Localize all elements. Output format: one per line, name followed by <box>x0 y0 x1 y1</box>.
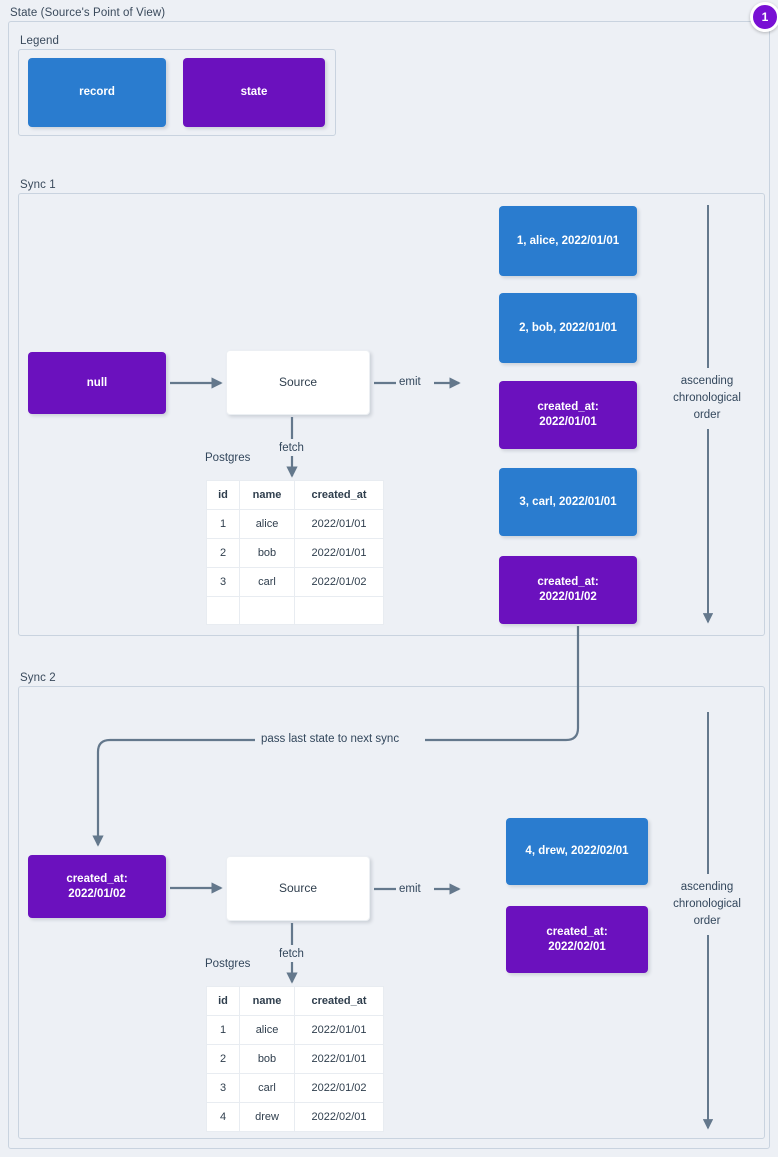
sync1-emitted-record-3: 3, carl, 2022/01/01 <box>499 468 637 536</box>
sync1-postgres-label: Postgres <box>205 452 251 464</box>
cell-id <box>206 596 240 625</box>
cell-id: 2 <box>206 1044 240 1074</box>
sync1-fetch-label: fetch <box>276 441 307 455</box>
cell-id: 4 <box>206 1102 240 1132</box>
cell-id: 2 <box>206 538 240 568</box>
cell-name: bob <box>239 1044 295 1074</box>
cell-id: 3 <box>206 567 240 597</box>
legend-swatch-record: record <box>28 58 166 127</box>
sync1-emitted-record-1: 1, alice, 2022/01/01 <box>499 206 637 276</box>
sync2-fetch-label: fetch <box>276 947 307 961</box>
cell-name: carl <box>239 567 295 597</box>
cell-created-at: 2022/01/02 <box>294 567 384 597</box>
sync1-title: Sync 1 <box>20 179 56 191</box>
sync1-emit-label: emit <box>396 375 424 389</box>
cell-id: 3 <box>206 1073 240 1103</box>
table-row: 2 bob 2022/01/01 <box>206 538 384 568</box>
cell-name: alice <box>239 1015 295 1045</box>
column-header-id: id <box>206 986 240 1016</box>
sync2-emit-label: emit <box>396 882 424 896</box>
cell-created-at: 2022/02/01 <box>294 1102 384 1132</box>
cell-created-at: 2022/01/01 <box>294 1044 384 1074</box>
cell-created-at: 2022/01/02 <box>294 1073 384 1103</box>
sync1-box <box>18 193 765 636</box>
cell-name: drew <box>239 1102 295 1132</box>
sync1-emitted-state-2: created_at: 2022/01/02 <box>499 556 637 624</box>
sync1-input-state-node: null <box>28 352 166 414</box>
legend-box <box>18 49 336 136</box>
sync2-emitted-state-1: created_at: 2022/02/01 <box>506 906 648 973</box>
sync2-title: Sync 2 <box>20 672 56 684</box>
cell-name: bob <box>239 538 295 568</box>
table-header-row: id name created_at <box>206 986 384 1016</box>
sync1-postgres-table: id name created_at 1 alice 2022/01/01 2 … <box>206 480 384 625</box>
table-row: 3 carl 2022/01/02 <box>206 1073 384 1103</box>
step-badge[interactable]: 1 <box>750 2 778 32</box>
table-row: 4 drew 2022/02/01 <box>206 1102 384 1132</box>
table-row: 2 bob 2022/01/01 <box>206 1044 384 1074</box>
column-header-name: name <box>239 480 295 510</box>
column-header-created-at: created_at <box>294 986 384 1016</box>
page-title: State (Source's Point of View) <box>10 7 166 19</box>
cell-created-at: 2022/01/01 <box>294 1015 384 1045</box>
table-row: 3 carl 2022/01/02 <box>206 567 384 597</box>
legend-title: Legend <box>20 35 59 47</box>
sync2-order-label: ascending chronological order <box>673 881 741 927</box>
sync1-source-node: Source <box>226 350 370 415</box>
cell-created-at: 2022/01/01 <box>294 509 384 539</box>
cell-created-at: 2022/01/01 <box>294 538 384 568</box>
sync1-order-label: ascending chronological order <box>673 375 741 421</box>
cell-name <box>239 596 295 625</box>
column-header-id: id <box>206 480 240 510</box>
sync1-emitted-state-1: created_at: 2022/01/01 <box>499 381 637 449</box>
cell-created-at <box>294 596 384 625</box>
sync2-postgres-label: Postgres <box>205 958 251 970</box>
table-row: 1 alice 2022/01/01 <box>206 509 384 539</box>
table-header-row: id name created_at <box>206 480 384 510</box>
cell-id: 1 <box>206 509 240 539</box>
table-row <box>206 596 384 625</box>
sync2-input-state-node: created_at: 2022/01/02 <box>28 855 166 918</box>
sync1-emitted-record-2: 2, bob, 2022/01/01 <box>499 293 637 363</box>
cell-id: 1 <box>206 1015 240 1045</box>
root-frame <box>8 21 770 1149</box>
column-header-created-at: created_at <box>294 480 384 510</box>
sync2-emitted-record-1: 4, drew, 2022/02/01 <box>506 818 648 885</box>
cell-name: alice <box>239 509 295 539</box>
table-row: 1 alice 2022/01/01 <box>206 1015 384 1045</box>
pass-last-state-label: pass last state to next sync <box>258 732 403 746</box>
cell-name: carl <box>239 1073 295 1103</box>
legend-swatch-state: state <box>183 58 325 127</box>
column-header-name: name <box>239 986 295 1016</box>
sync2-source-node: Source <box>226 856 370 921</box>
sync2-postgres-table: id name created_at 1 alice 2022/01/01 2 … <box>206 986 384 1132</box>
